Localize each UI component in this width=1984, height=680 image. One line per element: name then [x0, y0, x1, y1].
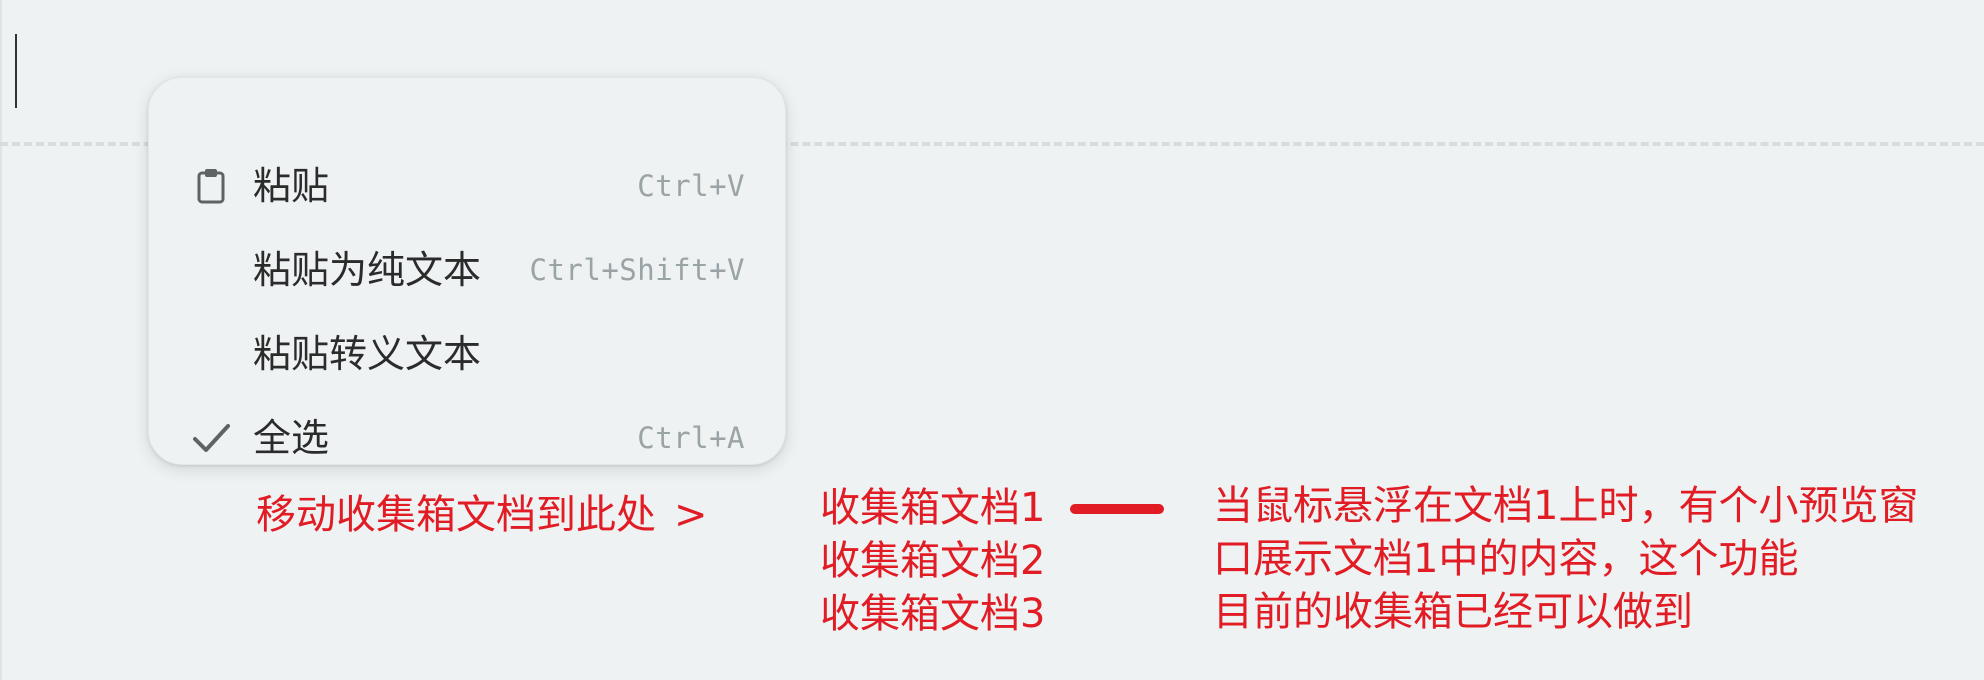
annotation-note-line: 目前的收集箱已经可以做到 — [1213, 589, 1693, 635]
inbox-doc-item[interactable]: 收集箱文档1 — [820, 485, 1046, 531]
submenu-arrow-icon: > — [674, 492, 708, 538]
menu-item-shortcut: Ctrl+A — [637, 421, 745, 455]
annotation-note: 当鼠标悬浮在文档1上时，有个小预览窗 口展示文档1中的内容，这个功能 目前的收集… — [1213, 480, 1918, 639]
move-inbox-doc-label: 移动收集箱文档到此处 — [256, 492, 656, 538]
inbox-doc-list: 收集箱文档1 收集箱文档2 收集箱文档3 — [820, 482, 1045, 641]
text-cursor — [15, 34, 17, 108]
context-menu: 粘贴 Ctrl+V 粘贴为纯文本 Ctrl+Shift+V 粘贴转义文本 全选 … — [148, 77, 786, 465]
menu-item-shortcut: Ctrl+Shift+V — [529, 253, 745, 287]
menu-item-shortcut: Ctrl+V — [637, 169, 745, 203]
annotation-note-line: 口展示文档1中的内容，这个功能 — [1213, 536, 1799, 582]
annotation-note-line: 当鼠标悬浮在文档1上时，有个小预览窗 — [1213, 483, 1919, 529]
menu-item-paste-escaped-text[interactable]: 粘贴转义文本 — [149, 314, 785, 394]
menu-item-paste[interactable]: 粘贴 Ctrl+V — [149, 146, 785, 226]
block-divider — [0, 142, 1984, 146]
inbox-doc-item[interactable]: 收集箱文档2 — [820, 538, 1046, 584]
menu-item-paste-plain-text[interactable]: 粘贴为纯文本 Ctrl+Shift+V — [149, 230, 785, 310]
checkmark-icon — [191, 418, 231, 458]
menu-item-label: 全选 — [253, 416, 330, 460]
menu-item-select-all[interactable]: 全选 Ctrl+A — [149, 398, 785, 478]
inbox-doc-item[interactable]: 收集箱文档3 — [820, 591, 1046, 637]
menu-item-label: 粘贴 — [253, 164, 330, 208]
menu-item-label: 粘贴为纯文本 — [253, 248, 482, 292]
editor-left-border — [0, 0, 2, 680]
menu-item-label: 粘贴转义文本 — [253, 332, 482, 376]
clipboard-icon — [191, 166, 231, 206]
move-inbox-doc-annotation[interactable]: 移动收集箱文档到此处 > — [256, 487, 708, 543]
annotation-connector-line — [1070, 504, 1164, 514]
